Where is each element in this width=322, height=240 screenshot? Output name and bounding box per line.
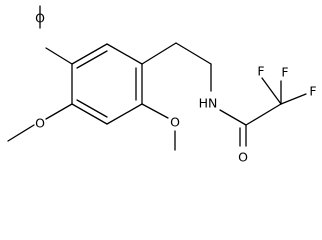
bond-carbonyl-cf3 [245, 103, 282, 126]
fluorine-right-label: F [309, 84, 316, 99]
ethyl-chain [141, 42, 212, 92]
ring-bond [106, 43, 143, 65]
bond-ring-o [45, 103, 73, 120]
oxygen-left-label: O [35, 116, 45, 131]
benzene-ring [71, 43, 143, 125]
nitrogen-label: HN [199, 96, 218, 111]
fluorine-top-label: F [281, 65, 288, 80]
bond-c-f [261, 77, 282, 105]
ring-bond [106, 103, 143, 125]
bond-n-carbonyl [219, 109, 247, 126]
trifluoroacetyl-group [219, 77, 307, 147]
methoxy-left: O [7, 103, 73, 142]
ring-bond [71, 43, 108, 65]
ring-double-bond [76, 50, 108, 69]
oxygen-right-label: O [170, 115, 180, 130]
fluorine-left-label: F [257, 64, 264, 79]
bond-o-ch3 [7, 124, 35, 142]
chain-bond [141, 42, 177, 65]
ring-double-bond [76, 99, 108, 118]
chain-bond [175, 42, 212, 65]
bond-ring-o [45, 47, 73, 65]
molecule-structure: O O O HN O F F F [7, 5, 317, 165]
oxygen-top-label: O [35, 11, 45, 26]
bond-c-f [280, 93, 307, 105]
methoxy-right: O [141, 103, 180, 151]
ring-bond [71, 103, 108, 125]
bond-ring-o [141, 103, 169, 119]
methoxy-top: O [35, 5, 73, 65]
carbonyl-oxygen-label: O [238, 150, 248, 165]
